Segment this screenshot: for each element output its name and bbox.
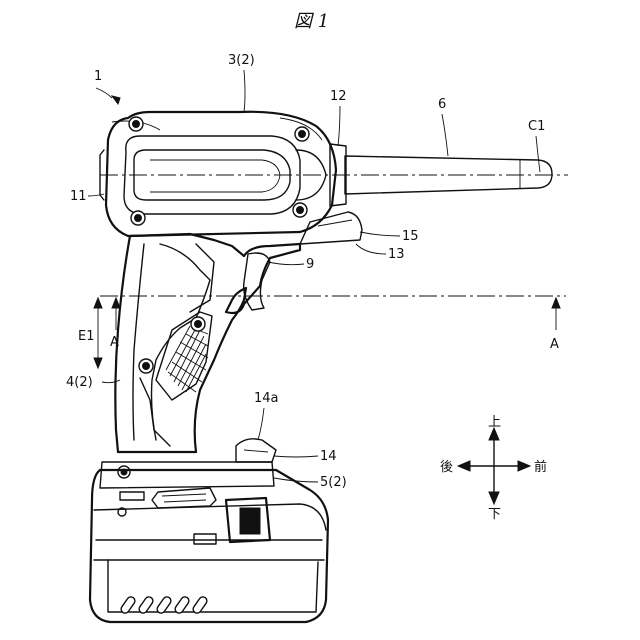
label-a-right: A (550, 337, 559, 352)
label-9: 9 (306, 257, 314, 272)
label-4-2: 4(2) (66, 375, 93, 390)
label-13: 13 (388, 247, 405, 262)
label-14a: 14a (254, 391, 279, 406)
direction-up: 上 (488, 415, 501, 430)
front-housing (100, 112, 336, 236)
label-e1: E1 (78, 329, 95, 344)
figure-title: 図 1 (294, 11, 329, 32)
label-c1: C1 (528, 119, 545, 134)
label-15: 15 (402, 229, 419, 244)
label-a-left: A (110, 335, 119, 350)
dimension-e1: E1 (78, 298, 102, 368)
battery-mount (100, 439, 276, 488)
section-line-a: A A (100, 296, 566, 352)
label-6: 6 (438, 97, 446, 112)
label-3-2: 3(2) (228, 53, 255, 68)
direction-back: 後 (440, 460, 453, 475)
label-1: 1 (94, 69, 102, 84)
label-14: 14 (320, 449, 337, 464)
direction-indicator: 上 下 後 前 (440, 415, 547, 522)
grip-housing (115, 234, 300, 478)
battery-pack (90, 470, 328, 622)
label-5-2: 5(2) (320, 475, 347, 490)
label-12: 12 (330, 89, 347, 104)
label-11: 11 (70, 189, 87, 204)
direction-front: 前 (534, 459, 547, 475)
direction-down: 下 (488, 507, 501, 522)
